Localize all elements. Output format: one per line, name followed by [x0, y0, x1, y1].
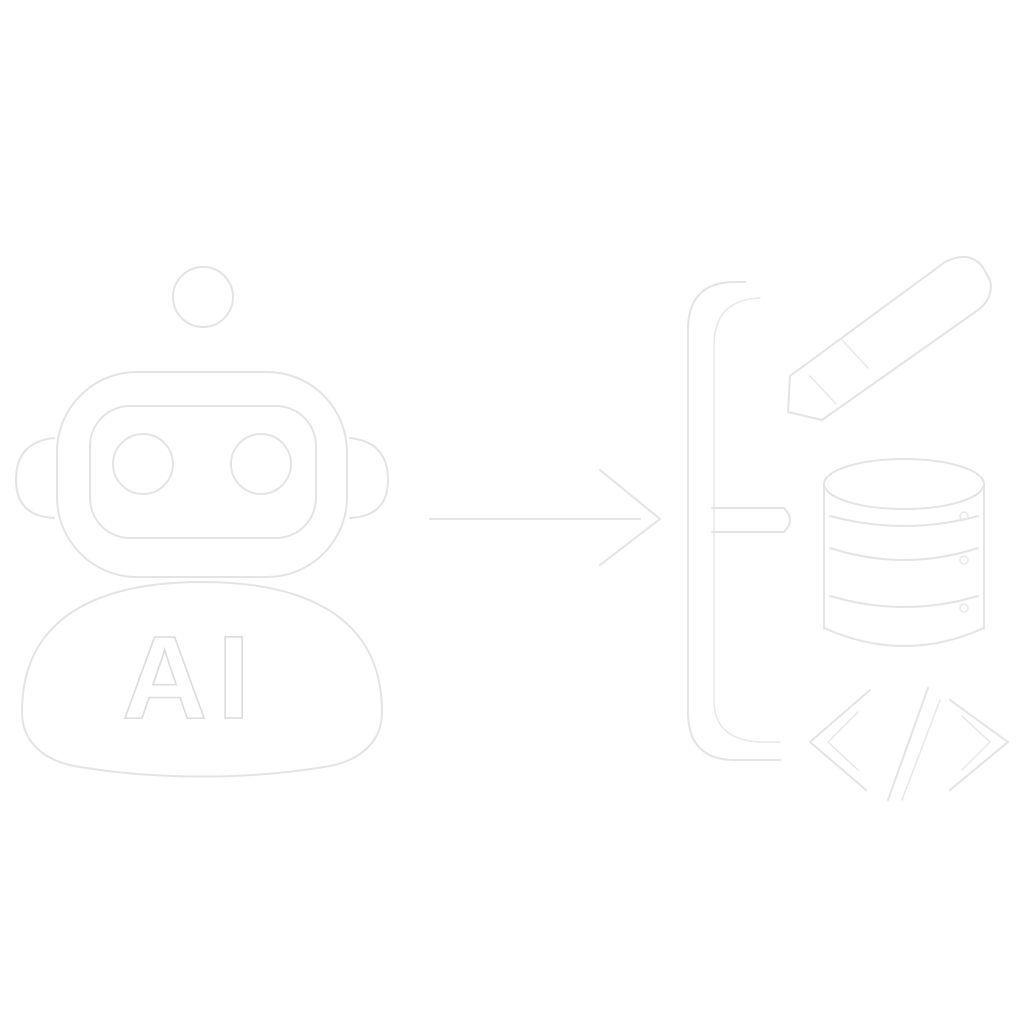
code-angle-left-inner — [827, 711, 859, 771]
code-slash-inner — [901, 699, 941, 801]
pencil-body — [787, 255, 992, 421]
code-angle-left — [809, 689, 871, 791]
code-angle-right — [949, 699, 1009, 791]
database-dot-3 — [959, 603, 969, 613]
database-icon — [823, 458, 985, 647]
robot-ear-right — [349, 437, 389, 519]
robot-eye-right — [230, 433, 292, 495]
database-top — [823, 458, 985, 510]
code-slash — [887, 687, 929, 801]
robot-ear-left — [15, 437, 55, 519]
database-band-3 — [829, 595, 979, 608]
code-icon — [809, 687, 1009, 801]
robot-head — [56, 371, 348, 578]
bracket-stem — [711, 507, 791, 533]
robot-label: AI — [122, 612, 260, 744]
robot-icon: AI — [15, 266, 389, 778]
database-band-1 — [829, 515, 979, 527]
bracket-icon — [687, 281, 791, 761]
arrow-right-icon — [429, 469, 661, 566]
arrow-head — [599, 469, 661, 566]
robot-face — [89, 405, 317, 539]
database-bottom — [823, 627, 985, 647]
robot-antenna — [172, 266, 234, 328]
pencil-edit-icon — [787, 255, 992, 421]
robot-body — [21, 581, 383, 778]
robot-eye-left — [112, 433, 174, 495]
pencil-ferrule — [841, 339, 869, 369]
database-dot-2 — [959, 555, 969, 565]
database-dot-1 — [959, 511, 969, 521]
bracket-outer — [687, 281, 781, 761]
database-band-2 — [829, 547, 979, 561]
code-angle-right-inner — [961, 715, 991, 771]
pencil-tip-line — [809, 375, 837, 405]
bracket-inner — [713, 297, 781, 743]
